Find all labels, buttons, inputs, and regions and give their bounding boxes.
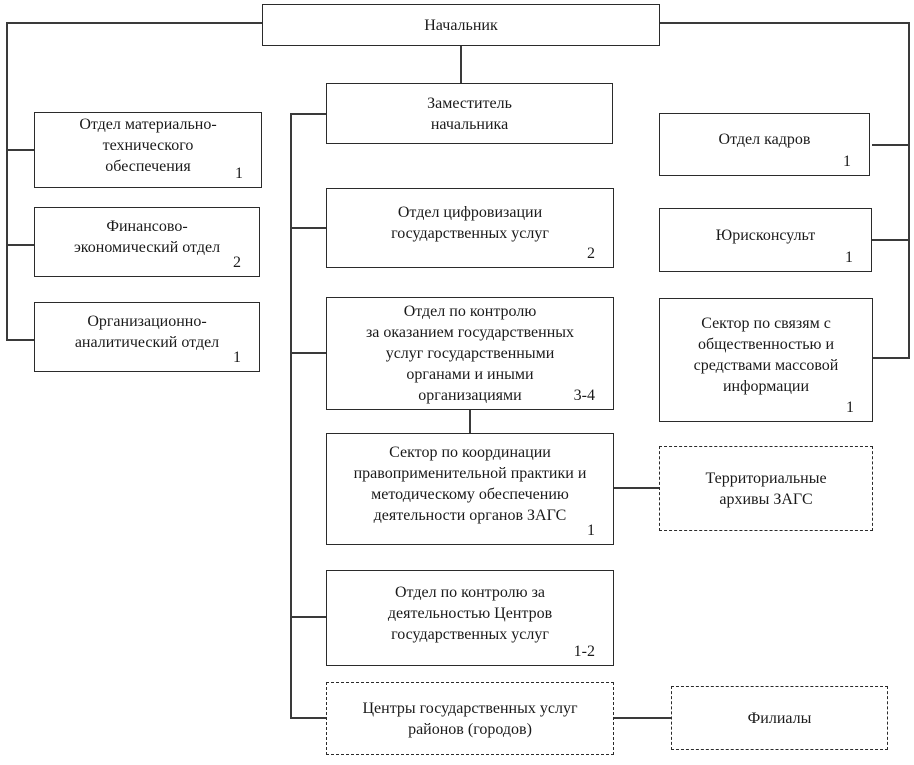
node-label: Юрисконсульт	[715, 226, 816, 244]
node-org-otdel: Организационно- аналитический отдел 1	[34, 302, 260, 372]
connector-stub-jurist	[872, 239, 910, 241]
node-otdel-cifrovizacii: Отдел цифровизации государственных услуг…	[326, 188, 614, 268]
staff-count: 3-4	[573, 387, 595, 404]
node-label: Отдел материально- технического обеспече…	[79, 115, 217, 175]
node-sektor-koordinacii: Сектор по координации правоприменительно…	[326, 433, 614, 545]
staff-count: 2	[233, 254, 241, 271]
node-label: Организационно- аналитический отдел	[74, 313, 220, 351]
connector-stub-org	[6, 339, 34, 341]
node-label: Сектор по координации правоприменительно…	[353, 444, 587, 524]
node-otdel-mto: Отдел материально- технического обеспече…	[34, 112, 262, 188]
node-label: Территориальные архивы ЗАГС	[705, 469, 827, 508]
staff-count: 1-2	[573, 643, 595, 660]
node-label: Отдел цифровизации государственных услуг	[391, 204, 549, 242]
connector-stub-fin	[6, 244, 34, 246]
connector-left-rail	[6, 22, 8, 341]
staff-count: 1	[587, 522, 595, 539]
connector-stub-zam	[290, 113, 326, 115]
node-filialy: Филиалы	[671, 686, 888, 750]
connector-chief-deputy	[460, 46, 462, 83]
connector-koord-arhiv	[613, 487, 659, 489]
node-fin-otdel: Финансово- экономический отдел 2	[34, 207, 260, 277]
node-otdel-kontrolya-okazaniya: Отдел по контролю за оказанием государст…	[326, 297, 614, 410]
node-label: Центры государственных услуг районов (го…	[362, 699, 578, 738]
node-label: Отдел кадров	[718, 131, 811, 148]
connector-stub-mto	[6, 149, 34, 151]
node-sektor-svyazej: Сектор по связям с общественностью и сре…	[659, 298, 873, 422]
node-juriskonsult: Юрисконсульт 1	[659, 208, 872, 272]
connector-top-right	[660, 22, 910, 24]
staff-count: 1	[235, 165, 243, 182]
connector-centry-filialy	[613, 717, 671, 719]
staff-count: 1	[233, 349, 241, 366]
node-label: Филиалы	[747, 709, 812, 727]
connector-stub-centry	[290, 717, 326, 719]
node-label: Начальник	[424, 16, 498, 34]
staff-count: 1	[843, 153, 851, 170]
node-label: Финансово- экономический отдел	[73, 218, 221, 256]
connector-stub-kadry	[872, 144, 910, 146]
connector-stub-centr-kontrol	[290, 616, 326, 618]
node-label: Заместитель начальника	[427, 94, 512, 133]
staff-count: 2	[587, 245, 595, 262]
staff-count: 1	[846, 399, 854, 416]
connector-mid-rail	[290, 113, 292, 719]
connector-okaz-koord	[469, 410, 471, 433]
node-otdel-kontrolya-centrov: Отдел по контролю за деятельностью Центр…	[326, 570, 614, 666]
node-zam-nachalnika: Заместитель начальника	[326, 83, 613, 144]
node-label: Отдел по контролю за деятельностью Центр…	[387, 583, 553, 643]
connector-right-rail	[908, 22, 910, 359]
node-territorialnye-arhivy-zags: Территориальные архивы ЗАГС	[659, 446, 873, 531]
node-centry-gosuslug: Центры государственных услуг районов (го…	[326, 682, 614, 755]
node-label: Сектор по связям с общественностью и сре…	[693, 315, 839, 395]
connector-stub-cifr	[290, 227, 326, 229]
connector-top-left	[6, 22, 262, 24]
node-nachalnik: Начальник	[262, 4, 660, 46]
node-label: Отдел по контролю за оказанием государст…	[365, 303, 575, 404]
staff-count: 1	[845, 249, 853, 266]
node-otdel-kadrov: Отдел кадров 1	[659, 113, 870, 176]
connector-stub-svyaz	[873, 357, 910, 359]
connector-stub-okaz	[290, 352, 326, 354]
